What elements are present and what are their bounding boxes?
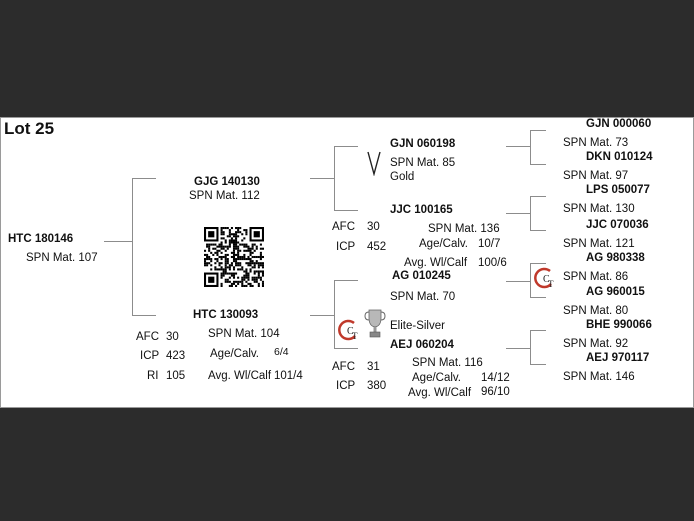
g3-id: JJC 070036 <box>586 219 649 231</box>
ct-logo-icon: C T <box>338 319 358 341</box>
dam-wt-value: 101/4 <box>274 370 303 382</box>
g3-id: AG 960015 <box>586 286 645 298</box>
g3-id: BHE 990066 <box>586 319 652 331</box>
connector <box>530 364 546 365</box>
dd-id: AEJ 060204 <box>390 339 454 351</box>
connector <box>132 178 133 315</box>
g3-spn: SPN Mat. 146 <box>563 371 635 383</box>
dam-afc-label: AFC <box>136 331 159 343</box>
sire-spn: SPN Mat. 112 <box>189 190 260 202</box>
g3-id: AG 980338 <box>586 252 645 264</box>
dam-afc-value: 30 <box>166 331 179 343</box>
connector <box>310 178 334 179</box>
sd-id: JJC 100165 <box>390 204 453 216</box>
sd-wt-value: 100/6 <box>478 257 507 269</box>
dd-age-label: Age/Calv. <box>412 372 462 384</box>
sd-icp-label: ICP <box>336 241 356 253</box>
sd-icp-value: 452 <box>367 241 387 253</box>
connector <box>132 315 156 316</box>
connector <box>310 315 334 316</box>
dam-id: HTC 130093 <box>193 309 259 321</box>
connector <box>506 213 530 214</box>
connector <box>334 146 358 147</box>
g3-spn: SPN Mat. 97 <box>563 170 629 182</box>
connector <box>530 130 546 131</box>
g3-id: GJN 000060 <box>586 118 652 130</box>
ds-status: Elite-Silver <box>390 320 445 332</box>
connector <box>530 164 546 165</box>
sd-afc-value: 30 <box>367 221 380 233</box>
dd-spn: SPN Mat. 116 <box>412 357 483 369</box>
connector <box>132 178 156 179</box>
dd-afc-value: 31 <box>367 361 380 373</box>
sire-id: GJG 140130 <box>194 176 260 188</box>
subject-spn: SPN Mat. 107 <box>26 252 98 264</box>
dam-icp-label: ICP <box>140 350 160 362</box>
g3-spn: SPN Mat. 80 <box>563 305 629 317</box>
dam-ri-value: 105 <box>166 370 186 382</box>
connector <box>530 263 531 297</box>
dd-age-value: 14/12 <box>481 372 510 384</box>
dam-age-label: Age/Calv. <box>210 348 260 360</box>
connector <box>530 130 531 164</box>
connector <box>334 280 335 348</box>
sd-age-label: Age/Calv. <box>419 238 469 250</box>
pedigree-card <box>0 117 694 408</box>
ss-id: GJN 060198 <box>390 138 456 150</box>
dam-spn: SPN Mat. 104 <box>208 328 280 340</box>
g3-spn: SPN Mat. 73 <box>563 137 629 149</box>
ds-id: AG 010245 <box>392 270 451 282</box>
connector <box>530 330 546 331</box>
trophy-icon <box>364 309 386 338</box>
dd-wt-value: 96/10 <box>481 386 510 398</box>
g3-spn: SPN Mat. 92 <box>563 338 629 350</box>
connector <box>506 348 530 349</box>
svg-text:T: T <box>352 331 358 341</box>
svg-text:C: C <box>543 274 550 285</box>
sd-age-value: 10/7 <box>478 238 501 250</box>
g3-id: LPS 050077 <box>586 184 650 196</box>
ct-logo-icon: C T <box>534 267 554 289</box>
dam-ri-label: RI <box>147 370 159 382</box>
connector <box>334 210 358 211</box>
connector <box>334 146 335 210</box>
dd-icp-value: 380 <box>367 380 387 392</box>
dd-icp-label: ICP <box>336 380 356 392</box>
sd-wt-label: Avg. Wl/Calf <box>404 257 468 269</box>
connector <box>334 280 358 281</box>
connector <box>530 330 531 364</box>
connector <box>530 196 546 197</box>
dd-wt-label: Avg. Wl/Calf <box>408 387 472 399</box>
connector <box>530 230 546 231</box>
subject-id: HTC 180146 <box>8 233 74 245</box>
g3-id: DKN 010124 <box>586 151 653 163</box>
g3-spn: SPN Mat. 121 <box>563 238 635 250</box>
ss-status: Gold <box>390 171 415 183</box>
sd-spn: SPN Mat. 136 <box>428 223 500 235</box>
sd-afc-label: AFC <box>332 221 355 233</box>
connector <box>506 146 530 147</box>
lot-title: Lot 25 <box>4 119 55 138</box>
svg-text:C: C <box>347 326 354 337</box>
connector <box>104 241 132 242</box>
connector <box>530 263 546 264</box>
g3-spn: SPN Mat. 86 <box>563 271 629 283</box>
dam-age-value: 6/4 <box>274 346 289 358</box>
g3-spn: SPN Mat. 130 <box>563 203 635 215</box>
qr-code-icon <box>204 227 264 287</box>
connector <box>334 348 358 349</box>
ds-spn: SPN Mat. 70 <box>390 291 456 303</box>
dd-afc-label: AFC <box>332 361 355 373</box>
dam-icp-value: 423 <box>166 350 186 362</box>
connector <box>530 297 546 298</box>
svg-text:T: T <box>548 279 554 289</box>
v-mark-icon <box>367 151 381 176</box>
dam-wt-label: Avg. Wl/Calf <box>208 370 272 382</box>
connector <box>506 281 530 282</box>
g3-id: AEJ 970117 <box>586 352 650 364</box>
connector <box>530 196 531 230</box>
ss-spn: SPN Mat. 85 <box>390 157 456 169</box>
